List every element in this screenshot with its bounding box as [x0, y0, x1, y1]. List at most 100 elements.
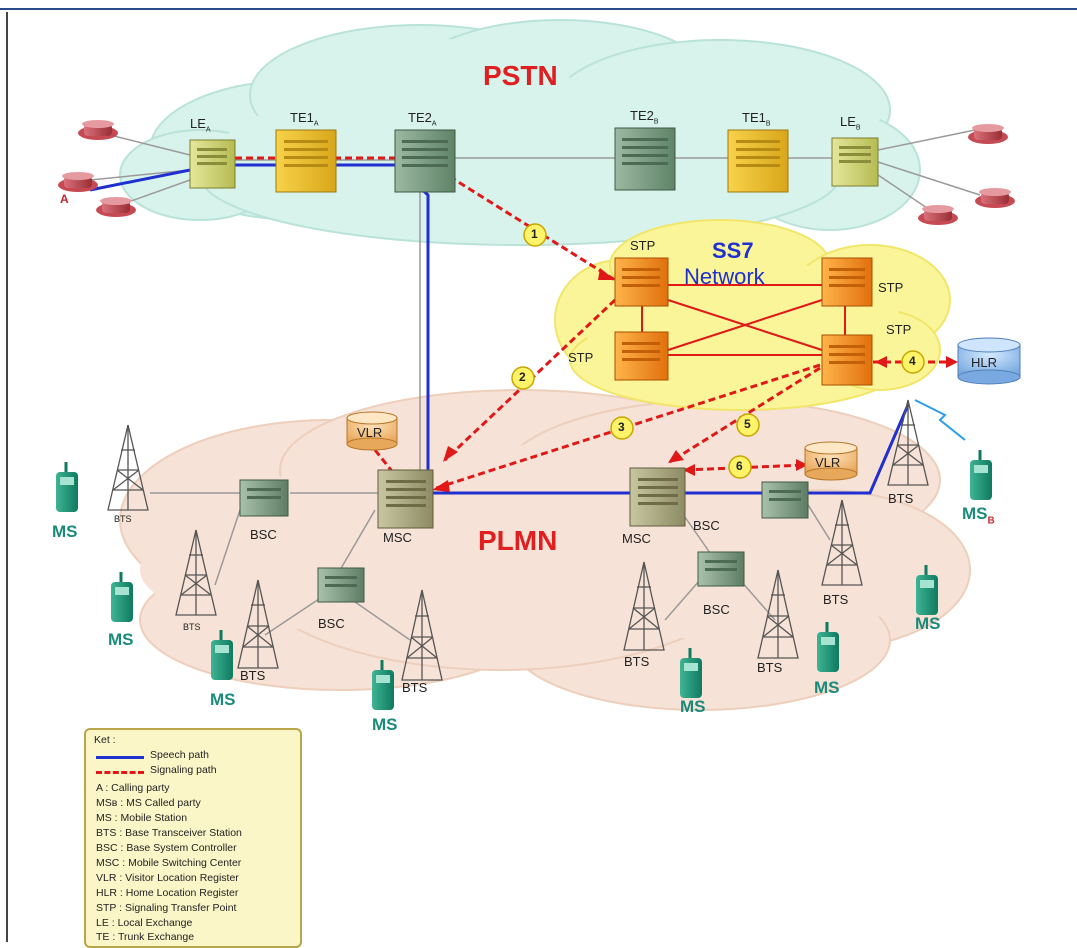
- te2-a-switch-icon: [394, 129, 456, 193]
- party-a-label: A: [60, 192, 69, 206]
- step-3-label: 3: [618, 420, 625, 434]
- bsc-icon: [239, 479, 289, 517]
- ss7-links: [641, 284, 846, 356]
- ms-handset-icon: [211, 630, 233, 680]
- te1-a-label: TE1A: [290, 110, 319, 128]
- frame-top-line: [0, 8, 1077, 10]
- step-2-label: 2: [519, 370, 526, 384]
- ms-label: MS: [680, 697, 706, 716]
- step-5-badge: [736, 413, 760, 437]
- step-4-badge: [901, 350, 925, 374]
- ms-label: MS: [108, 630, 134, 649]
- bsc-label: BSC: [693, 518, 720, 533]
- legend-item: MSC : Mobile Switching Center: [96, 857, 242, 869]
- ms-handset-icon: [817, 622, 839, 672]
- phone-icon: [96, 197, 136, 217]
- legend-signaling-label: Signaling path: [150, 764, 217, 776]
- stp-switch-icons: [614, 257, 873, 386]
- le-b-label: LEB: [840, 114, 861, 132]
- legend-item: MSʙ : MS Called party: [96, 797, 201, 809]
- ss7-network-title: Network: [684, 264, 765, 289]
- bts-label: BTS: [402, 680, 428, 695]
- legend-item: LE : Local Exchange: [96, 917, 193, 929]
- legend-speech-swatch: [96, 756, 144, 759]
- le-a-label: LEA: [190, 116, 211, 134]
- bts-tower-icon: [887, 399, 929, 486]
- ms-label: MS: [915, 614, 941, 633]
- vlr-label: VLR: [815, 455, 841, 470]
- legend-box: Ket : Speech path Signaling path A : Cal…: [84, 728, 302, 948]
- bts-tower-icon: [821, 499, 863, 586]
- stp-icon: [614, 331, 669, 381]
- legend-item: HLR : Home Location Register: [96, 887, 239, 899]
- pstn-title: PSTN: [483, 60, 558, 91]
- signaling-arrowheads: [432, 268, 958, 492]
- legend-title: Ket :: [94, 734, 116, 746]
- ms-handset-icon: [56, 462, 78, 512]
- legend-item: TE : Trunk Exchange: [96, 931, 195, 943]
- te1-b-switch-icon: [727, 129, 789, 193]
- te2-a-label: TE2A: [408, 110, 437, 128]
- stp-icon: [821, 334, 873, 386]
- bts-label: BTS: [240, 668, 266, 683]
- msc-label: MSC: [622, 531, 651, 546]
- step-5-label: 5: [744, 417, 751, 431]
- msc-switch-icon: [629, 467, 686, 527]
- ms-handset-icon: [970, 450, 992, 500]
- bts-label: BTS: [624, 654, 650, 669]
- bsc-switch-icons: [239, 479, 809, 603]
- bts-tower-icon: [623, 561, 665, 651]
- legend-item: BTS : Base Transceiver Station: [96, 827, 242, 839]
- phone-icon: [975, 188, 1015, 208]
- ss7-title: SS7: [712, 238, 754, 263]
- te1-b-label: TE1B: [742, 110, 771, 128]
- ms-b-label: MSB: [962, 504, 995, 527]
- ms-label: MS: [210, 690, 236, 709]
- stp-label: STP: [886, 322, 912, 337]
- te2-b-switch-icon: [614, 127, 676, 191]
- bsc-label: BSC: [703, 602, 730, 617]
- te1-a-switch-icon: [275, 129, 337, 193]
- step-2-badge: [511, 366, 535, 390]
- msc-switch-icon: [377, 469, 434, 529]
- phone-icon: [968, 124, 1008, 144]
- bsc-label: BSC: [318, 616, 345, 631]
- legend-signaling-swatch: [96, 771, 144, 774]
- bts-label: BTS: [114, 514, 132, 524]
- msc-label: MSC: [383, 530, 412, 545]
- step-1-label: 1: [531, 227, 538, 241]
- te2-b-label: TE2B: [630, 108, 659, 126]
- hlr-database-icon: [957, 337, 1021, 385]
- legend-speech-label: Speech path: [150, 749, 209, 761]
- le-a-switch-icon: [189, 139, 236, 189]
- plmn-title: PLMN: [478, 525, 558, 556]
- legend-item: BSC : Base System Controller: [96, 842, 237, 854]
- bsc-label: BSC: [250, 527, 277, 542]
- stp-icon: [821, 257, 873, 307]
- le-b-switch-icon: [831, 137, 879, 187]
- legend-item: VLR : Visitor Location Register: [96, 872, 239, 884]
- vlr-database-icon: [804, 441, 858, 481]
- bts-tower-icon: [757, 569, 799, 659]
- bsc-icon: [761, 481, 809, 519]
- legend-item: MS : Mobile Station: [96, 812, 188, 824]
- vlr-database-icon: [346, 411, 398, 451]
- bsc-icon: [317, 567, 365, 603]
- bts-label: BTS: [183, 622, 201, 632]
- ms-handset-icon: [916, 565, 938, 615]
- stp-label: STP: [568, 350, 594, 365]
- bts-tower-icon: [107, 424, 149, 511]
- bsc-icon: [697, 551, 745, 587]
- hlr-label: HLR: [971, 355, 998, 370]
- stp-label: STP: [630, 238, 656, 253]
- bts-label: BTS: [888, 491, 914, 506]
- ms-label: MS: [814, 678, 840, 697]
- phone-icon: [58, 172, 98, 192]
- phone-icon: [918, 205, 958, 225]
- bts-label: BTS: [823, 592, 849, 607]
- stp-icon: [614, 257, 669, 307]
- step-6-label: 6: [736, 459, 743, 473]
- bts-tower-icon: [401, 589, 443, 681]
